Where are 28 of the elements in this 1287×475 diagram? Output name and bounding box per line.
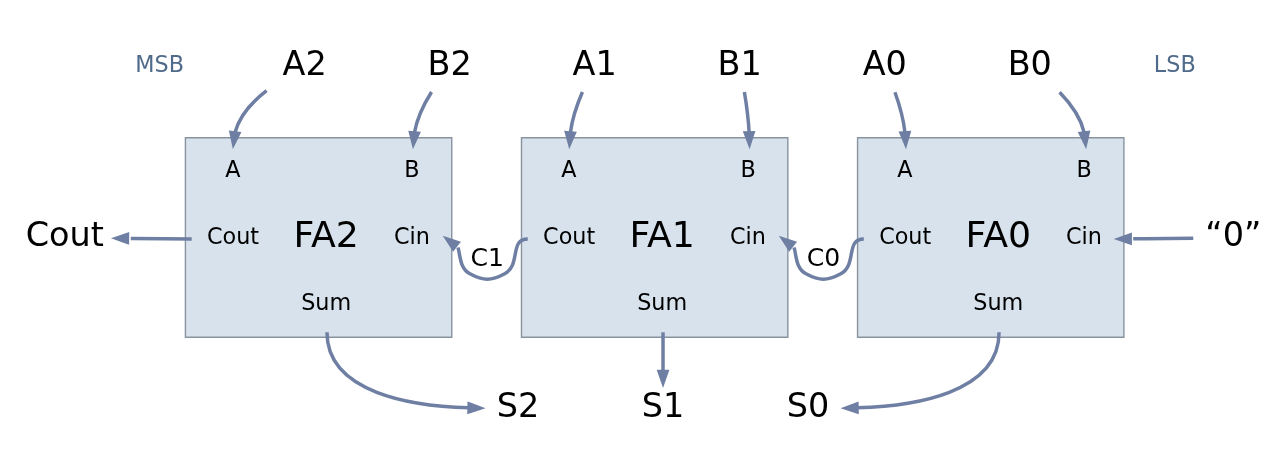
node-text: Cout [25, 215, 104, 255]
node-text: B2 [427, 44, 472, 84]
arrow [408, 91, 434, 150]
arrow [111, 232, 192, 245]
arrow [656, 332, 670, 388]
node-text: A1 [572, 44, 617, 84]
node-text: B0 [1007, 44, 1052, 84]
node-text: S0 [786, 385, 830, 425]
node-text: A2 [282, 44, 327, 84]
node-text: “0” [1205, 215, 1262, 255]
node-text: B1 [717, 44, 762, 84]
arrow [442, 235, 528, 281]
arrow [1113, 232, 1194, 246]
arrow [1058, 91, 1091, 150]
arrow [325, 332, 486, 415]
arrow [228, 89, 268, 150]
node-text: S1 [641, 385, 685, 425]
arrow [840, 332, 1001, 415]
arrow [893, 91, 912, 150]
arrow [742, 91, 756, 150]
label: LSB [1153, 50, 1196, 77]
node-text: A0 [862, 44, 907, 84]
arrow [778, 235, 865, 281]
node-text: S2 [496, 385, 540, 425]
label: MSB [135, 50, 184, 77]
edge-label: C0 [806, 242, 841, 272]
arrow [564, 91, 585, 150]
edge-label: C1 [470, 242, 505, 272]
